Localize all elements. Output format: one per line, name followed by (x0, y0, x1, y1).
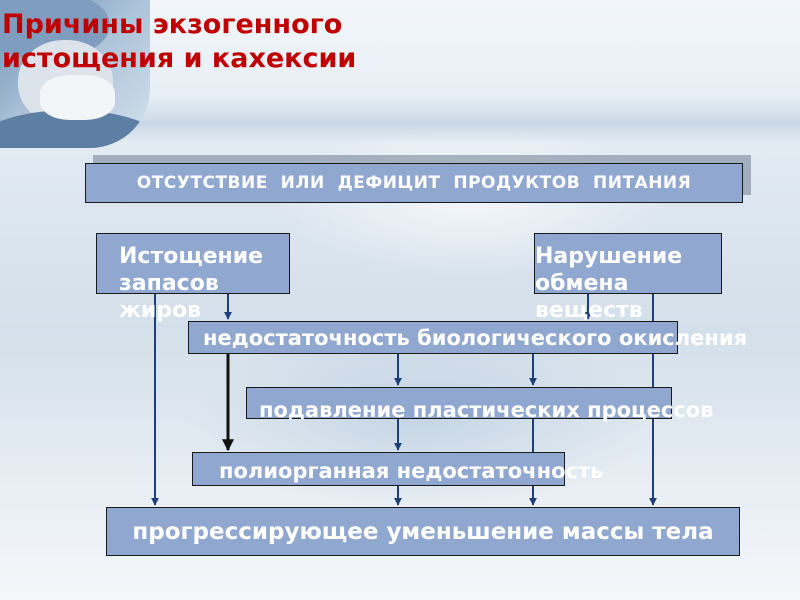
slide-title: Причины экзогенного истощения и кахексии (2, 8, 356, 76)
fat-depletion-box: Истощение запасов жиров (96, 233, 290, 323)
fat-depletion-line-1: Истощение (119, 244, 264, 269)
multiorgan-failure-box: полиорганная недостаточность (192, 452, 603, 486)
weight-loss-box: прогрессирующее уменьшение массы тела (106, 507, 740, 556)
fat-depletion-line-3: жиров (119, 298, 202, 323)
metabolism-line-1: Нарушение (535, 244, 683, 269)
nutrition-deficit-label: ОТСУТСТВИЕ ИЛИ ДЕФИЦИТ ПРОДУКТОВ ПИТАНИЯ (136, 173, 692, 193)
metabolism-line-2: обмена (535, 271, 629, 296)
metabolism-disorder-box: Нарушение обмена веществ (534, 233, 722, 323)
fat-depletion-line-2: запасов (119, 271, 219, 296)
bio-oxidation-label: недостаточность биологического окисления (203, 326, 748, 350)
nutrition-deficit-box: ОТСУТСТВИЕ ИЛИ ДЕФИЦИТ ПРОДУКТОВ ПИТАНИЯ (85, 163, 743, 203)
multiorgan-failure-label: полиорганная недостаточность (219, 459, 604, 483)
title-line-2: истощения и кахексии (2, 43, 357, 74)
plastic-processes-box: подавление пластических процессов (246, 387, 713, 422)
bio-oxidation-box: недостаточность биологического окисления (188, 321, 747, 354)
title-line-1: Причины экзогенного (2, 9, 343, 40)
metabolism-line-3: веществ (535, 298, 643, 323)
header-band (110, 95, 800, 143)
weight-loss-label: прогрессирующее уменьшение массы тела (132, 518, 714, 545)
surgeon-photo (0, 0, 150, 148)
plastic-processes-label: подавление пластических процессов (259, 398, 714, 422)
